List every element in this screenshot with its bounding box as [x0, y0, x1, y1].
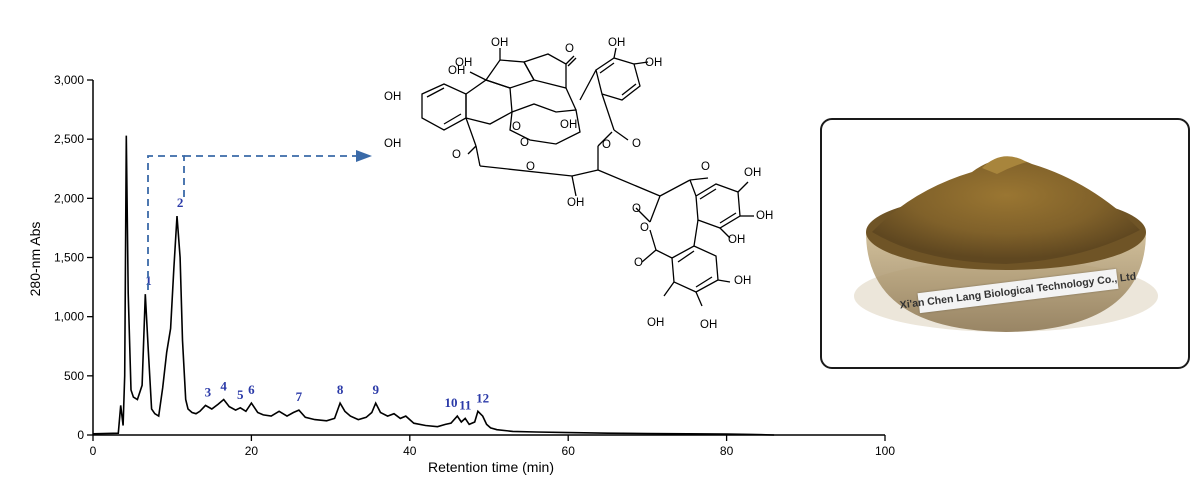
atom-label: OH: [700, 319, 717, 331]
molecule-structure: [421, 47, 754, 307]
atom-label: O: [512, 121, 521, 133]
peak-label-11: 11: [459, 397, 471, 412]
x-tick-label: 100: [875, 444, 895, 458]
atom-label: O: [602, 139, 611, 151]
atom-label: O: [526, 161, 535, 173]
x-axis-label: Retention time (min): [428, 459, 554, 475]
chart-axes: [92, 80, 885, 436]
y-tick-label: 2,000: [54, 191, 84, 205]
y-tick-label: 3,000: [54, 73, 84, 87]
y-tick-label: 500: [64, 369, 84, 383]
atom-label: OH: [560, 119, 577, 131]
peak-label-3: 3: [205, 384, 212, 399]
atom-label: OH: [647, 317, 664, 329]
peak-callout-arrow: [147, 150, 372, 290]
atom-label: O: [634, 257, 643, 269]
peak-label-6: 6: [248, 382, 255, 397]
product-photo: Xi'an Chen Lang Biological Technology Co…: [820, 118, 1190, 369]
atom-label: OH: [608, 37, 625, 49]
x-tick-label: 80: [720, 444, 734, 458]
x-tick-label: 0: [90, 444, 97, 458]
peak-label-7: 7: [296, 389, 303, 404]
peak-label-9: 9: [372, 382, 379, 397]
atom-label: O: [701, 161, 710, 173]
peak-label-12: 12: [476, 390, 489, 405]
atom-label: OH: [384, 91, 401, 103]
x-tick-label: 40: [403, 444, 417, 458]
y-tick-label: 1,500: [54, 251, 84, 265]
peak-label-10: 10: [444, 395, 457, 410]
y-axis-label: 280-nm Abs: [27, 222, 43, 297]
peak-label-1: 1: [145, 273, 152, 288]
chart-ticks: 0 20 40 60 80 100 0 500 1,000 1,500 2,000 2,500 3,00…: [54, 73, 895, 458]
x-tick-label: 20: [245, 444, 259, 458]
atom-label: OH: [448, 65, 465, 77]
x-tick-label: 60: [562, 444, 576, 458]
atom-label: OH: [744, 167, 761, 179]
peak-label-4: 4: [220, 379, 227, 394]
peak-label-8: 8: [337, 382, 344, 397]
atom-label: O: [632, 138, 641, 150]
atom-label: OH: [734, 275, 751, 287]
atom-label: O: [632, 203, 641, 215]
atom-label: OH: [491, 37, 508, 49]
peak-label-5: 5: [237, 387, 244, 402]
atom-label: OH: [567, 197, 584, 209]
atom-label: OH: [455, 57, 472, 69]
atom-label: O: [452, 149, 461, 161]
atom-label: O: [640, 222, 649, 234]
atom-label: OH: [756, 210, 773, 222]
atom-label: OH: [645, 57, 662, 69]
powder-dish-image: [854, 156, 1158, 332]
y-tick-label: 1,000: [54, 310, 84, 324]
atom-label: O: [565, 43, 574, 55]
atom-label: OH: [728, 234, 745, 246]
atom-label: O: [520, 137, 529, 149]
y-tick-label: 0: [77, 428, 84, 442]
peak-label-2: 2: [177, 195, 184, 210]
y-tick-label: 2,500: [54, 132, 84, 146]
chromatogram-trace: [92, 135, 775, 436]
atom-label: OH: [384, 138, 401, 150]
